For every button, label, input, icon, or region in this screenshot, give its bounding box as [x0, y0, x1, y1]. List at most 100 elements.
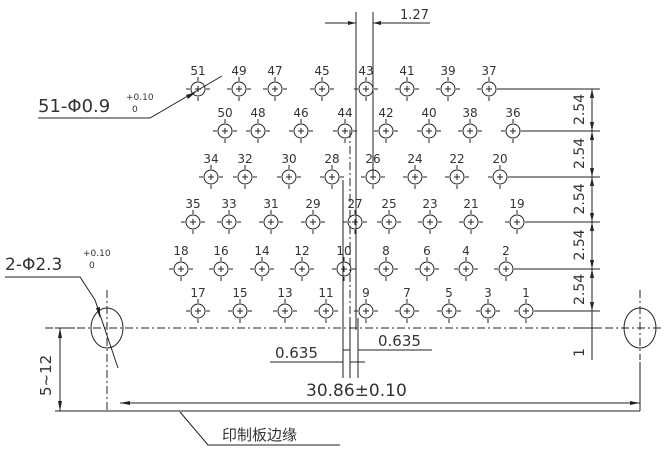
pin-hole: [422, 214, 438, 230]
row-pitch-label: 2.54: [572, 183, 588, 214]
pin-49: 49: [227, 64, 251, 101]
pin-hole: [203, 169, 219, 185]
pin-hole-label: 51-Φ0.9: [38, 96, 110, 117]
pin-40: 40: [417, 106, 441, 143]
row-pitch-label: 2.54: [572, 94, 588, 125]
pin-label: 9: [362, 286, 370, 300]
dim-span: 30.86±0.10: [120, 381, 640, 405]
pin-hole: [324, 169, 340, 185]
pin-hole: [237, 169, 253, 185]
pin-hole: [267, 81, 283, 97]
pin-27: 27: [343, 197, 367, 234]
pin-label: 1: [522, 286, 530, 300]
pin-hole: [399, 81, 415, 97]
pin-label: 33: [221, 197, 236, 211]
pin-label: 35: [185, 197, 200, 211]
pin-hole: [419, 261, 435, 277]
pin-hole: [173, 261, 189, 277]
pin-25: 25: [377, 197, 401, 234]
pin-hole: [185, 214, 201, 230]
pin-hole: [378, 261, 394, 277]
pin-hole: [449, 169, 465, 185]
mount-hole-tol-upper: +0.10: [83, 249, 111, 259]
pin-label: 12: [294, 244, 309, 258]
pin-hole: [190, 303, 206, 319]
pin-24: 24: [403, 152, 427, 189]
pin-1: 1: [514, 286, 538, 323]
pin-hole: [277, 303, 293, 319]
pin-45: 45: [310, 64, 334, 101]
pin-label: 39: [440, 64, 455, 78]
pin-11: 11: [314, 286, 338, 323]
pin-51: 51: [186, 64, 210, 101]
pin-label: 36: [505, 106, 520, 120]
pin-23: 23: [418, 197, 442, 234]
pin-21: 21: [459, 197, 483, 234]
pin-hole: [281, 169, 297, 185]
pcb-edge: 印制板边缘: [55, 410, 640, 446]
pin-label: 22: [449, 152, 464, 166]
pin-label: 16: [213, 244, 228, 258]
pin-50: 50: [213, 106, 237, 143]
pin-hole: [518, 303, 534, 319]
pin-label: 40: [421, 106, 436, 120]
pin-label: 37: [481, 64, 496, 78]
pin-hole: [509, 214, 525, 230]
row-pitch-dimensions: 2.542.542.542.542.54: [497, 88, 600, 360]
pin-hole: [441, 303, 457, 319]
pin-hole: [293, 123, 309, 139]
pin-label: 46: [293, 106, 308, 120]
pin-30: 30: [277, 152, 301, 189]
pin-hole-tol-upper: +0.10: [126, 93, 154, 103]
pin-hole: [314, 81, 330, 97]
pin-16: 16: [209, 244, 233, 281]
pin-38: 38: [458, 106, 482, 143]
pin-17: 17: [186, 286, 210, 323]
mount-hole-left: [90, 290, 124, 410]
pin-label: 28: [324, 152, 339, 166]
pin-hole: [263, 214, 279, 230]
pin-label: 8: [382, 244, 390, 258]
pin-hole: [358, 303, 374, 319]
pin-34: 34: [199, 152, 223, 189]
pin-label: 6: [423, 244, 431, 258]
pin-label: 51: [190, 64, 205, 78]
pin-label: 18: [173, 244, 188, 258]
pin-14: 14: [250, 244, 274, 281]
pin-44: 44: [333, 106, 357, 143]
pin-10: 10: [332, 244, 356, 281]
offset-row-label: 1: [572, 348, 588, 357]
pin-2: 2: [494, 244, 518, 281]
pin-label: 2: [502, 244, 510, 258]
pin-35: 35: [181, 197, 205, 234]
pin-5: 5: [437, 286, 461, 323]
pin-label: 14: [254, 244, 269, 258]
pin-label: 21: [463, 197, 478, 211]
pin-label: 43: [358, 64, 373, 78]
pin-hole: [481, 81, 497, 97]
pin-label: 19: [509, 197, 524, 211]
pin-label: 41: [399, 64, 414, 78]
row-pitch-label: 2.54: [572, 138, 588, 169]
pin-6: 6: [415, 244, 439, 281]
pin-43: 43: [354, 64, 378, 101]
pin-hole: [318, 303, 334, 319]
pin-label: 7: [403, 286, 411, 300]
pin-hole: [378, 123, 394, 139]
offset-left-label: 0.635: [275, 344, 318, 362]
mount-hole-callout: 2-Φ2.3 +0.10 0: [5, 249, 119, 369]
pin-label: 11: [318, 286, 333, 300]
pin-hole: [462, 123, 478, 139]
pin-label: 23: [422, 197, 437, 211]
span-label: 30.86±0.10: [306, 381, 407, 401]
pin-29: 29: [301, 197, 325, 234]
mount-hole-label: 2-Φ2.3: [5, 255, 62, 275]
pin-hole: [440, 81, 456, 97]
pin-label: 24: [407, 152, 422, 166]
pin-hole: [480, 303, 496, 319]
pin-28: 28: [320, 152, 344, 189]
pin-label: 5: [445, 286, 453, 300]
pin-hole: [381, 214, 397, 230]
pin-48: 48: [246, 106, 270, 143]
